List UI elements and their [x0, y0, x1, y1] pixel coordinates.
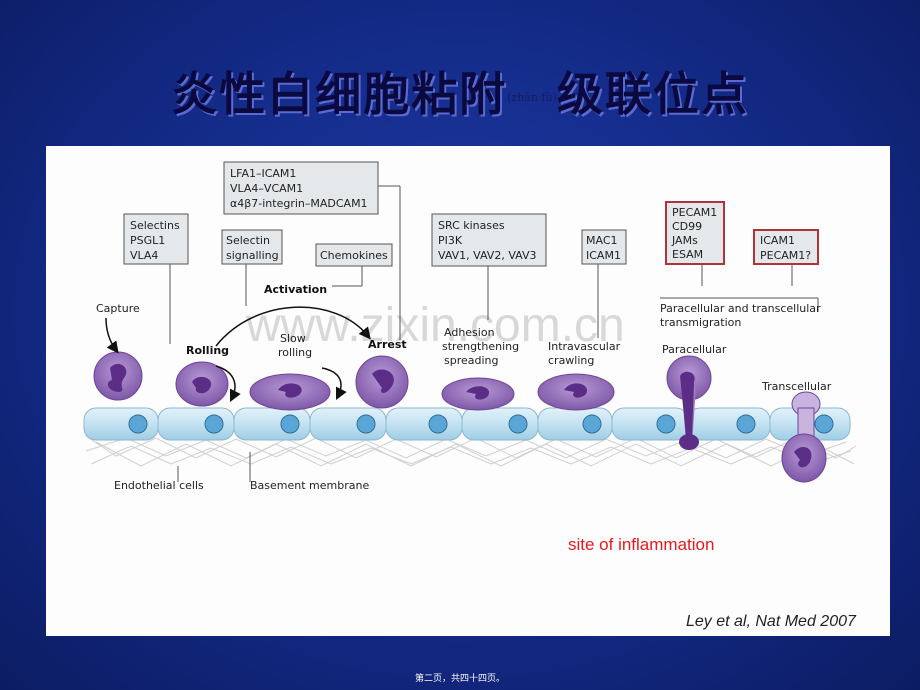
label-transcellular: Transcellular [761, 380, 832, 393]
label-rolling: Rolling [186, 344, 229, 357]
svg-text:α4β7-integrin–MADCAM1: α4β7-integrin–MADCAM1 [230, 197, 368, 210]
label-slow-rolling-2: rolling [278, 346, 312, 359]
pecam-box: PECAM1 CD99 JAMs ESAM [665, 201, 725, 265]
label-adhesion-2: strengthening [442, 340, 519, 353]
leader-lines [169, 185, 819, 482]
svg-text:LFA1–ICAM1: LFA1–ICAM1 [230, 167, 296, 180]
label-adhesion-1: Adhesion [444, 326, 495, 339]
slide-title: 炎性白细胞粘附(zhān fù)级联位点 [0, 58, 920, 124]
label-adhesion-3: spreading [444, 354, 499, 367]
selectin-signalling-box: Selectin signalling [221, 229, 283, 265]
title-suffix: 级联位点 [556, 67, 749, 121]
svg-text:Selectin: Selectin [226, 234, 270, 247]
label-intravascular-1: Intravascular [548, 340, 621, 353]
svg-text:JAMs: JAMs [671, 234, 698, 247]
label-arrest: Arrest [368, 338, 407, 351]
icam-box: ICAM1 PECAM1? [753, 229, 819, 265]
leukocytes [93, 351, 827, 483]
svg-text:Selectins: Selectins [130, 219, 180, 232]
label-transmigration-2: transmigration [660, 316, 741, 329]
title-pinyin: (zhān fù) [507, 91, 557, 104]
citation: Ley et al, Nat Med 2007 [686, 613, 857, 630]
svg-text:PI3K: PI3K [438, 234, 463, 247]
endothelium [83, 407, 851, 441]
mac1-box: MAC1 ICAM1 [581, 229, 627, 265]
label-endothelial-cells: Endothelial cells [114, 479, 204, 492]
selectins-box: Selectins PSGL1 VLA4 [123, 213, 189, 265]
title-main: 炎性白细胞粘附 [171, 67, 508, 121]
svg-text:Chemokines: Chemokines [320, 249, 388, 262]
diagram-panel: www.zixin.com.cn [46, 146, 890, 636]
svg-text:PECAM1: PECAM1 [672, 206, 717, 219]
svg-text:VAV1, VAV2, VAV3: VAV1, VAV2, VAV3 [438, 249, 536, 262]
svg-text:PSGL1: PSGL1 [130, 234, 165, 247]
svg-text:CD99: CD99 [672, 220, 702, 233]
site-of-inflammation: site of inflammation [568, 535, 714, 554]
svg-text:signalling: signalling [226, 249, 279, 262]
label-intravascular-2: crawling [548, 354, 594, 367]
svg-text:ESAM: ESAM [672, 248, 703, 261]
slide-footer: 第二页，共四十四页。 [414, 674, 505, 684]
basement-membrane-mesh [85, 435, 857, 467]
svg-text:PECAM1?: PECAM1? [760, 249, 811, 262]
svg-text:ICAM1: ICAM1 [586, 249, 621, 262]
chemokines-box: Chemokines [315, 243, 393, 267]
label-basement-membrane: Basement membrane [250, 479, 369, 492]
label-capture: Capture [96, 302, 140, 315]
arrows [105, 306, 371, 403]
svg-text:MAC1: MAC1 [586, 234, 618, 247]
label-slow-rolling-1: Slow [280, 332, 306, 345]
label-transmigration-1: Paracellular and transcellular [660, 302, 821, 315]
leukocyte-cascade-diagram: www.zixin.com.cn [83, 161, 857, 630]
lfa1-box: LFA1–ICAM1 VLA4–VCAM1 α4β7-integrin–MADC… [223, 161, 379, 215]
src-kinases-box: SRC kinases PI3K VAV1, VAV2, VAV3 [431, 213, 547, 267]
label-activation: Activation [264, 283, 327, 296]
label-paracellular: Paracellular [662, 343, 727, 356]
svg-text:SRC kinases: SRC kinases [438, 219, 505, 232]
svg-text:ICAM1: ICAM1 [760, 234, 795, 247]
svg-text:VLA4: VLA4 [130, 249, 158, 262]
svg-text:VLA4–VCAM1: VLA4–VCAM1 [230, 182, 303, 195]
